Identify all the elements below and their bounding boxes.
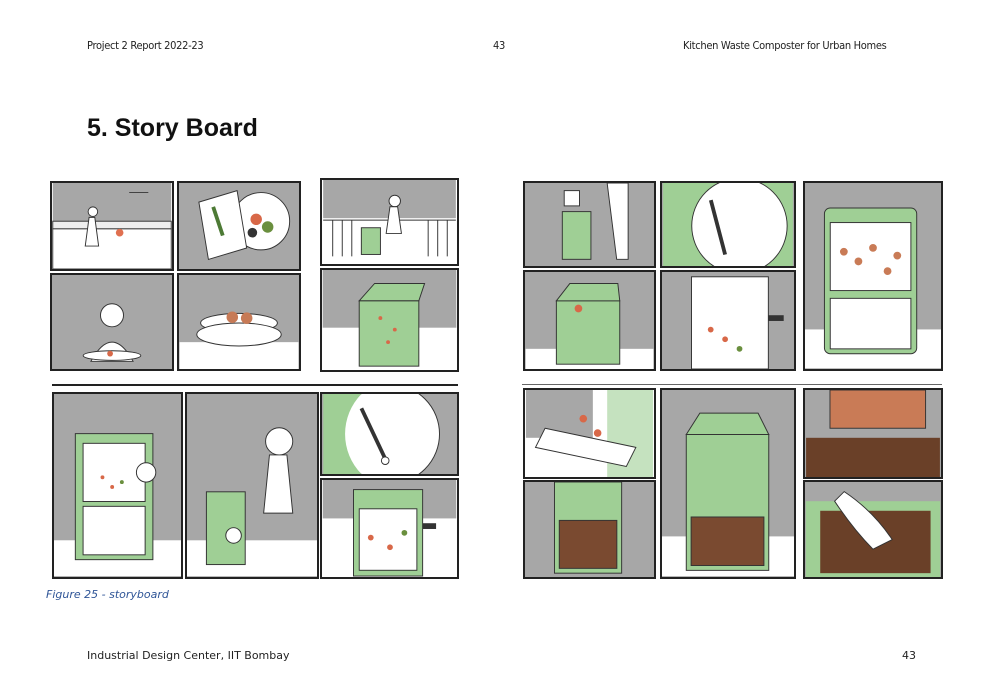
panel-bin-interior (660, 270, 796, 371)
panel-pull-compost (803, 388, 943, 479)
storyboard-divider-right (522, 384, 942, 385)
panel-hand-crank (320, 392, 459, 476)
footer-left: Industrial Design Center, IIT Bombay (87, 649, 290, 662)
panel-tray-slide (523, 388, 656, 479)
panel-woman-turning-knob (185, 392, 319, 579)
panel-bin-mixing (320, 478, 459, 579)
header-page-number: 43 (493, 39, 505, 52)
panel-hands-compost (803, 480, 943, 579)
footer-page-number: 43 (902, 649, 916, 662)
panel-dirty-dishes (177, 273, 301, 371)
panel-compost-tray (523, 480, 656, 579)
panel-pour-scraps (523, 181, 656, 268)
panel-food-scraps (177, 181, 301, 271)
panel-bin-filled (523, 270, 656, 371)
panel-kitchen-cooking (50, 181, 174, 271)
panel-crank-handle (660, 181, 796, 268)
figure-caption: Figure 25 - storyboard (46, 588, 169, 601)
header-left: Project 2 Report 2022-23 (87, 39, 204, 52)
panel-balcony-bin (320, 178, 459, 266)
panel-bin-two-stage (660, 388, 796, 579)
panel-bin-cutaway (52, 392, 183, 579)
panel-bin-open-lid (320, 268, 459, 372)
storyboard-divider (52, 384, 458, 386)
section-title: 5. Story Board (87, 114, 258, 142)
panel-bin-full-upper (803, 181, 943, 371)
header-right: Kitchen Waste Composter for Urban Homes (683, 39, 887, 52)
panel-woman-eating (50, 273, 174, 371)
